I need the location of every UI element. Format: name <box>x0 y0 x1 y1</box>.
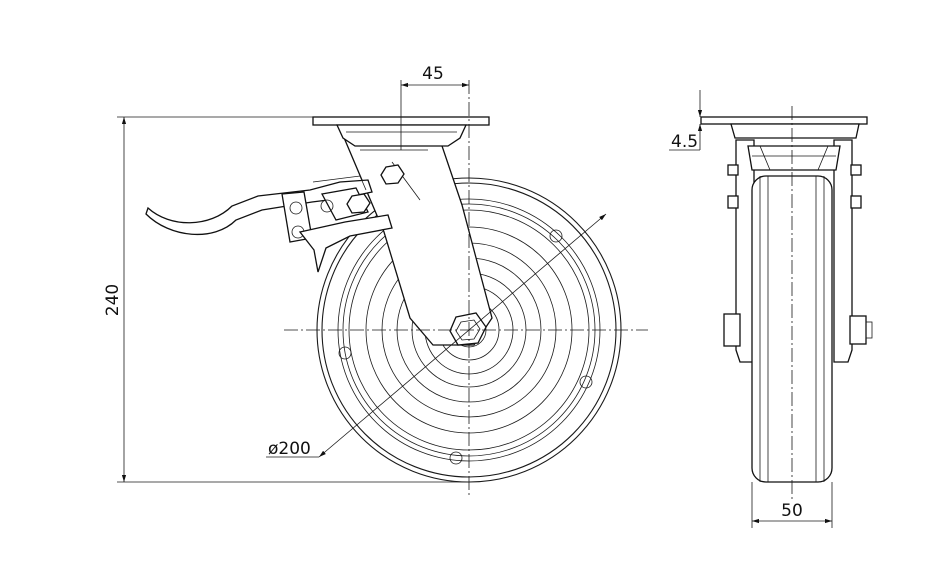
brake-lever <box>145 164 405 273</box>
side-view <box>700 106 873 500</box>
axle-bolt-right-icon <box>849 315 867 345</box>
dim-label-240: 240 <box>103 284 123 316</box>
dimension-4-5: 4.5 <box>669 90 703 152</box>
dimension-240: 240 <box>103 116 469 483</box>
axle-bolt-left-icon <box>723 313 741 347</box>
dimension-45: 45 <box>400 64 469 150</box>
dim-label-diameter: ø200 <box>268 439 311 459</box>
dim-label-45: 45 <box>422 64 444 84</box>
dimension-50: 50 <box>751 482 833 528</box>
dimension-diameter: ø200 <box>266 213 607 459</box>
dim-label-50: 50 <box>781 501 803 521</box>
dim-label-4-5: 4.5 <box>671 132 698 152</box>
pivot-bolt-icon <box>380 164 405 185</box>
front-view <box>145 80 648 498</box>
lever-bolt-icon <box>346 193 371 214</box>
